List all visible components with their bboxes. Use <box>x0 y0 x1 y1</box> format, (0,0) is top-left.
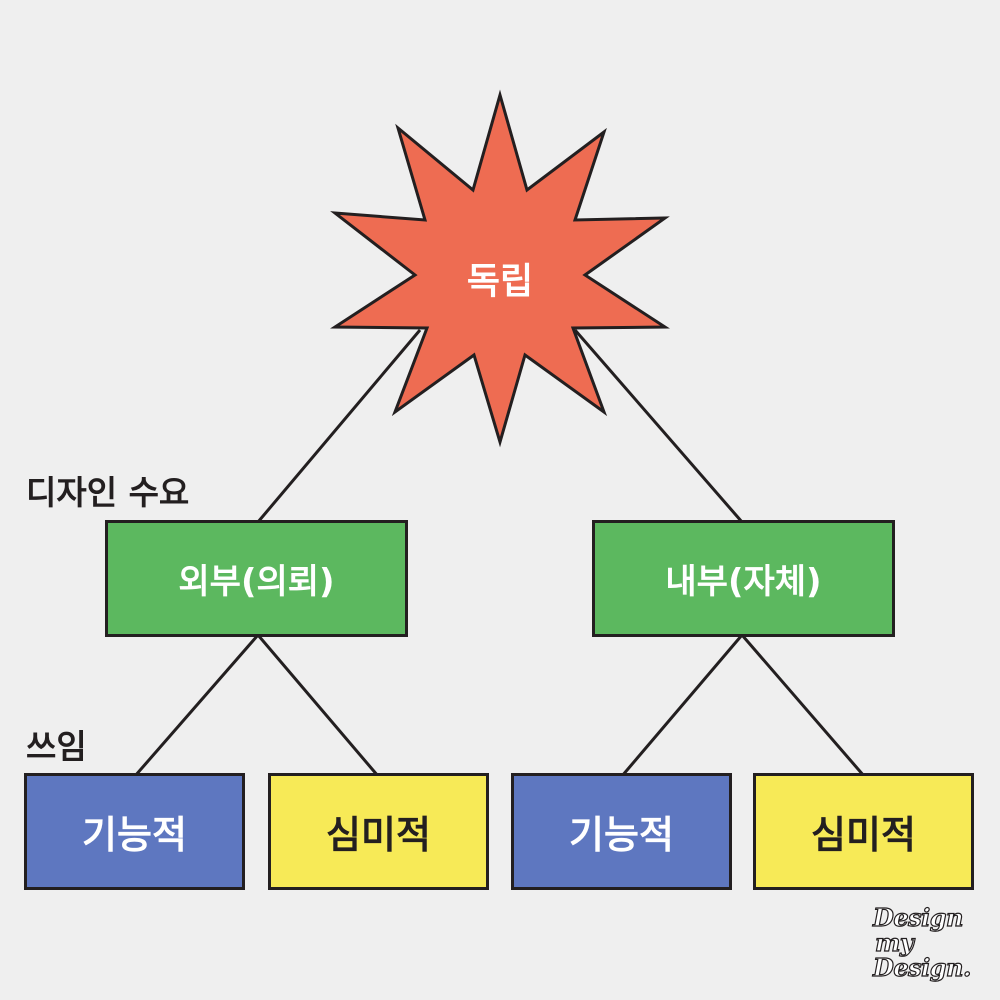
connector-external-functional <box>133 634 260 777</box>
external-functional-label: 기능적 <box>82 813 187 857</box>
internal-demand-box: 내부(자체) <box>592 520 895 637</box>
logo-line-3: Design. <box>872 953 971 982</box>
demand-level-label: 디자인 수요 <box>26 473 190 512</box>
connector-root-internal <box>573 329 744 523</box>
design-my-design-logo: Design my Design. <box>872 903 983 982</box>
logo-line-2: my <box>874 928 914 957</box>
external-functional-box: 기능적 <box>24 773 245 890</box>
external-demand-box: 외부(의뢰) <box>105 520 408 637</box>
external-demand-label: 외부(의뢰) <box>178 562 335 602</box>
external-aesthetic-box: 심미적 <box>268 773 489 890</box>
internal-functional-box: 기능적 <box>511 773 732 890</box>
internal-aesthetic-label: 심미적 <box>811 813 916 857</box>
internal-functional-label: 기능적 <box>569 813 674 857</box>
external-aesthetic-label: 심미적 <box>326 813 431 857</box>
usage-level-label: 쓰임 <box>26 727 87 766</box>
logo-line-1: Design <box>872 903 964 932</box>
internal-aesthetic-box: 심미적 <box>753 773 974 890</box>
connector-root-external <box>256 329 422 523</box>
connector-internal-functional <box>620 634 744 777</box>
internal-demand-label: 내부(자체) <box>665 562 822 602</box>
root-starburst <box>330 89 670 448</box>
root-label: 독립 <box>466 261 534 302</box>
connector-internal-aesthetic <box>740 634 866 777</box>
connector-external-aesthetic <box>256 634 380 777</box>
